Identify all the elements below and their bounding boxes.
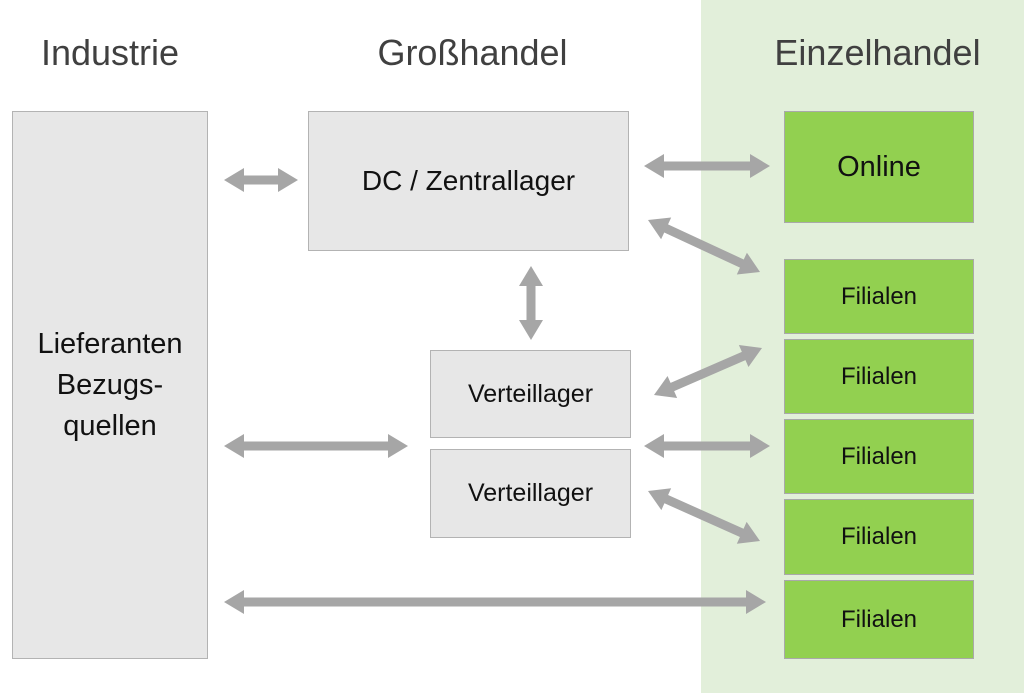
arrow-lieferanten-dc — [224, 168, 298, 192]
arrow-lieferanten-verteillager — [224, 434, 408, 458]
arrow-lieferanten-filialen-5 — [224, 590, 766, 614]
dc-zentrallager-label: DC / Zentrallager — [361, 165, 576, 196]
quellen-label: quellen — [63, 409, 157, 442]
filialen-box-2: Filialen — [784, 339, 974, 414]
arrow-verteillager-filialen-2 — [654, 344, 762, 399]
header-industrie: Industrie — [40, 32, 180, 73]
bezugs-label: Bezugs- — [56, 368, 164, 401]
online-label: Online — [837, 150, 921, 183]
arrow-dc-verteillager — [519, 266, 543, 340]
verteillager-label: Verteillager — [467, 479, 594, 507]
lieferanten-label: Lieferanten — [37, 327, 183, 360]
verteillager-label: Verteillager — [467, 379, 594, 408]
arrow-dc-filialen-1 — [648, 217, 761, 275]
filialen-box-3: Filialen — [784, 419, 974, 494]
arrow-dc-online — [644, 154, 770, 178]
lieferanten-box: Lieferanten Bezugs- quellen — [12, 111, 208, 659]
filialen-label: Filialen — [840, 605, 918, 633]
verteillager-box-1: Verteillager — [430, 350, 631, 438]
filialen-box-4: Filialen — [784, 499, 974, 575]
filialen-label: Filialen — [840, 362, 918, 390]
filialen-label: Filialen — [840, 282, 918, 310]
header-einzelhandel: Einzelhandel — [774, 32, 981, 73]
verteillager-box-2: Verteillager — [430, 449, 631, 538]
arrow-verteillager-filialen-4 — [648, 488, 760, 544]
header-grosshandel: Großhandel — [377, 32, 568, 73]
filialen-box-5: Filialen — [784, 580, 974, 659]
arrow-verteillager-filialen-3 — [644, 434, 770, 458]
filialen-label: Filialen — [840, 442, 918, 470]
online-box: Online — [784, 111, 974, 223]
filialen-box-1: Filialen — [784, 259, 974, 334]
filialen-label: Filialen — [840, 523, 918, 550]
dc-zentrallager-box: DC / Zentrallager — [308, 111, 629, 251]
